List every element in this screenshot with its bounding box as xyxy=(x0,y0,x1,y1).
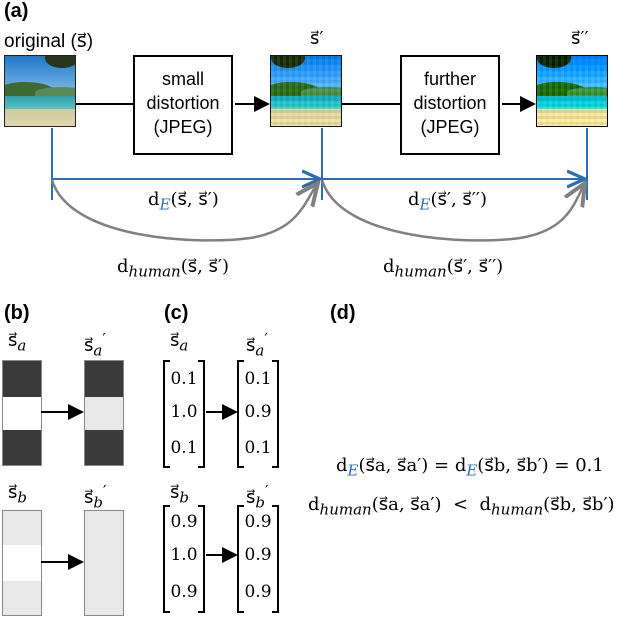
vec-sa-prime-0: 0.1 xyxy=(244,369,272,389)
sb-prime-label-b: s⃗b′ xyxy=(84,482,107,512)
sa-prime-label-c: s⃗a′ xyxy=(246,330,268,360)
gray-arrow-dhuman-1 xyxy=(50,180,318,242)
s-prime-label: s⃗′ xyxy=(310,28,324,49)
sb-label-b: s⃗b xyxy=(8,482,27,507)
sb-prime-label-c: s⃗b′ xyxy=(246,482,269,512)
sa-label-b: s⃗a xyxy=(8,330,27,355)
original-label: original (s⃗) xyxy=(4,31,94,52)
box2-line-1: further xyxy=(423,69,477,89)
vec-sb-1: 1.0 xyxy=(170,545,198,565)
vec-sb-prime-bracket-left xyxy=(237,505,244,613)
vec-sa-2: 0.1 xyxy=(170,438,198,458)
vec-sb-prime-0: 0.9 xyxy=(244,512,272,532)
panel-b-label: (b) xyxy=(4,302,30,324)
s-double-prime-label: s⃗′′ xyxy=(571,28,589,49)
dE-label-2: dE(s⃗′, s⃗′′) xyxy=(408,189,487,214)
sb-label-c: s⃗b xyxy=(170,482,189,507)
vec-sa-1: 1.0 xyxy=(170,402,198,422)
box1-line-2: distortion xyxy=(146,93,220,113)
vec-sb-bracket-left xyxy=(163,505,170,613)
box2-line-3: (JPEG) xyxy=(420,117,480,137)
sa-prime-bar xyxy=(84,360,124,466)
sa-label-c: s⃗a xyxy=(170,330,189,355)
vec-sa-0: 0.1 xyxy=(170,369,198,389)
equation-2: dhuman(s⃗a, s⃗a′) < dhuman(s⃗b, s⃗b′) xyxy=(308,494,615,519)
vec-sb-prime-2: 0.9 xyxy=(244,582,272,602)
vec-sa-bracket-right xyxy=(198,360,205,468)
vec-sa-prime-bracket-right xyxy=(272,360,279,468)
distorted-image xyxy=(270,55,342,127)
box1-line-1: small xyxy=(161,69,204,89)
dE-label-1: dE(s⃗, s⃗′) xyxy=(148,189,219,214)
sb-bar xyxy=(2,510,42,616)
small-distortion-box: small distortion (JPEG) xyxy=(133,55,233,155)
vec-sa-prime-2: 0.1 xyxy=(244,438,272,458)
vec-sb-0: 0.9 xyxy=(170,512,198,532)
panel-a-label: (a) xyxy=(4,0,29,22)
box1-line-3: (JPEG) xyxy=(153,117,213,137)
panel-d-label: (d) xyxy=(330,302,356,324)
sa-bar xyxy=(2,360,42,466)
vec-sb-2: 0.9 xyxy=(170,582,198,602)
vec-sb-prime-1: 0.9 xyxy=(244,545,272,565)
panel-bc-arrows xyxy=(41,404,238,570)
gray-arrow-dhuman-2 xyxy=(320,180,585,242)
panel-c-label: (c) xyxy=(164,302,189,324)
box2-line-2: distortion xyxy=(413,93,487,113)
vec-sb-bracket-right xyxy=(198,505,205,613)
vec-sb-prime-bracket-right xyxy=(272,505,279,613)
sb-prime-bar xyxy=(84,510,124,616)
dhuman-label-1: dhuman(s⃗, s⃗′) xyxy=(117,256,230,281)
original-image xyxy=(4,55,76,127)
vec-sa-bracket-left xyxy=(163,360,170,468)
panel-a-arrows xyxy=(50,96,588,242)
vec-sa-prime-bracket-left xyxy=(237,360,244,468)
dhuman-label-2: dhuman(s⃗′, s⃗′′) xyxy=(383,256,504,281)
sa-prime-label-b: s⃗a′ xyxy=(84,330,106,360)
vec-sa-prime-1: 0.9 xyxy=(244,402,272,422)
equation-1: dE(s⃗a, s⃗a′) = dE(s⃗b, s⃗b′) = 0.1 xyxy=(336,455,604,480)
further-distorted-image xyxy=(536,55,608,127)
further-distortion-box: further distortion (JPEG) xyxy=(400,55,500,155)
